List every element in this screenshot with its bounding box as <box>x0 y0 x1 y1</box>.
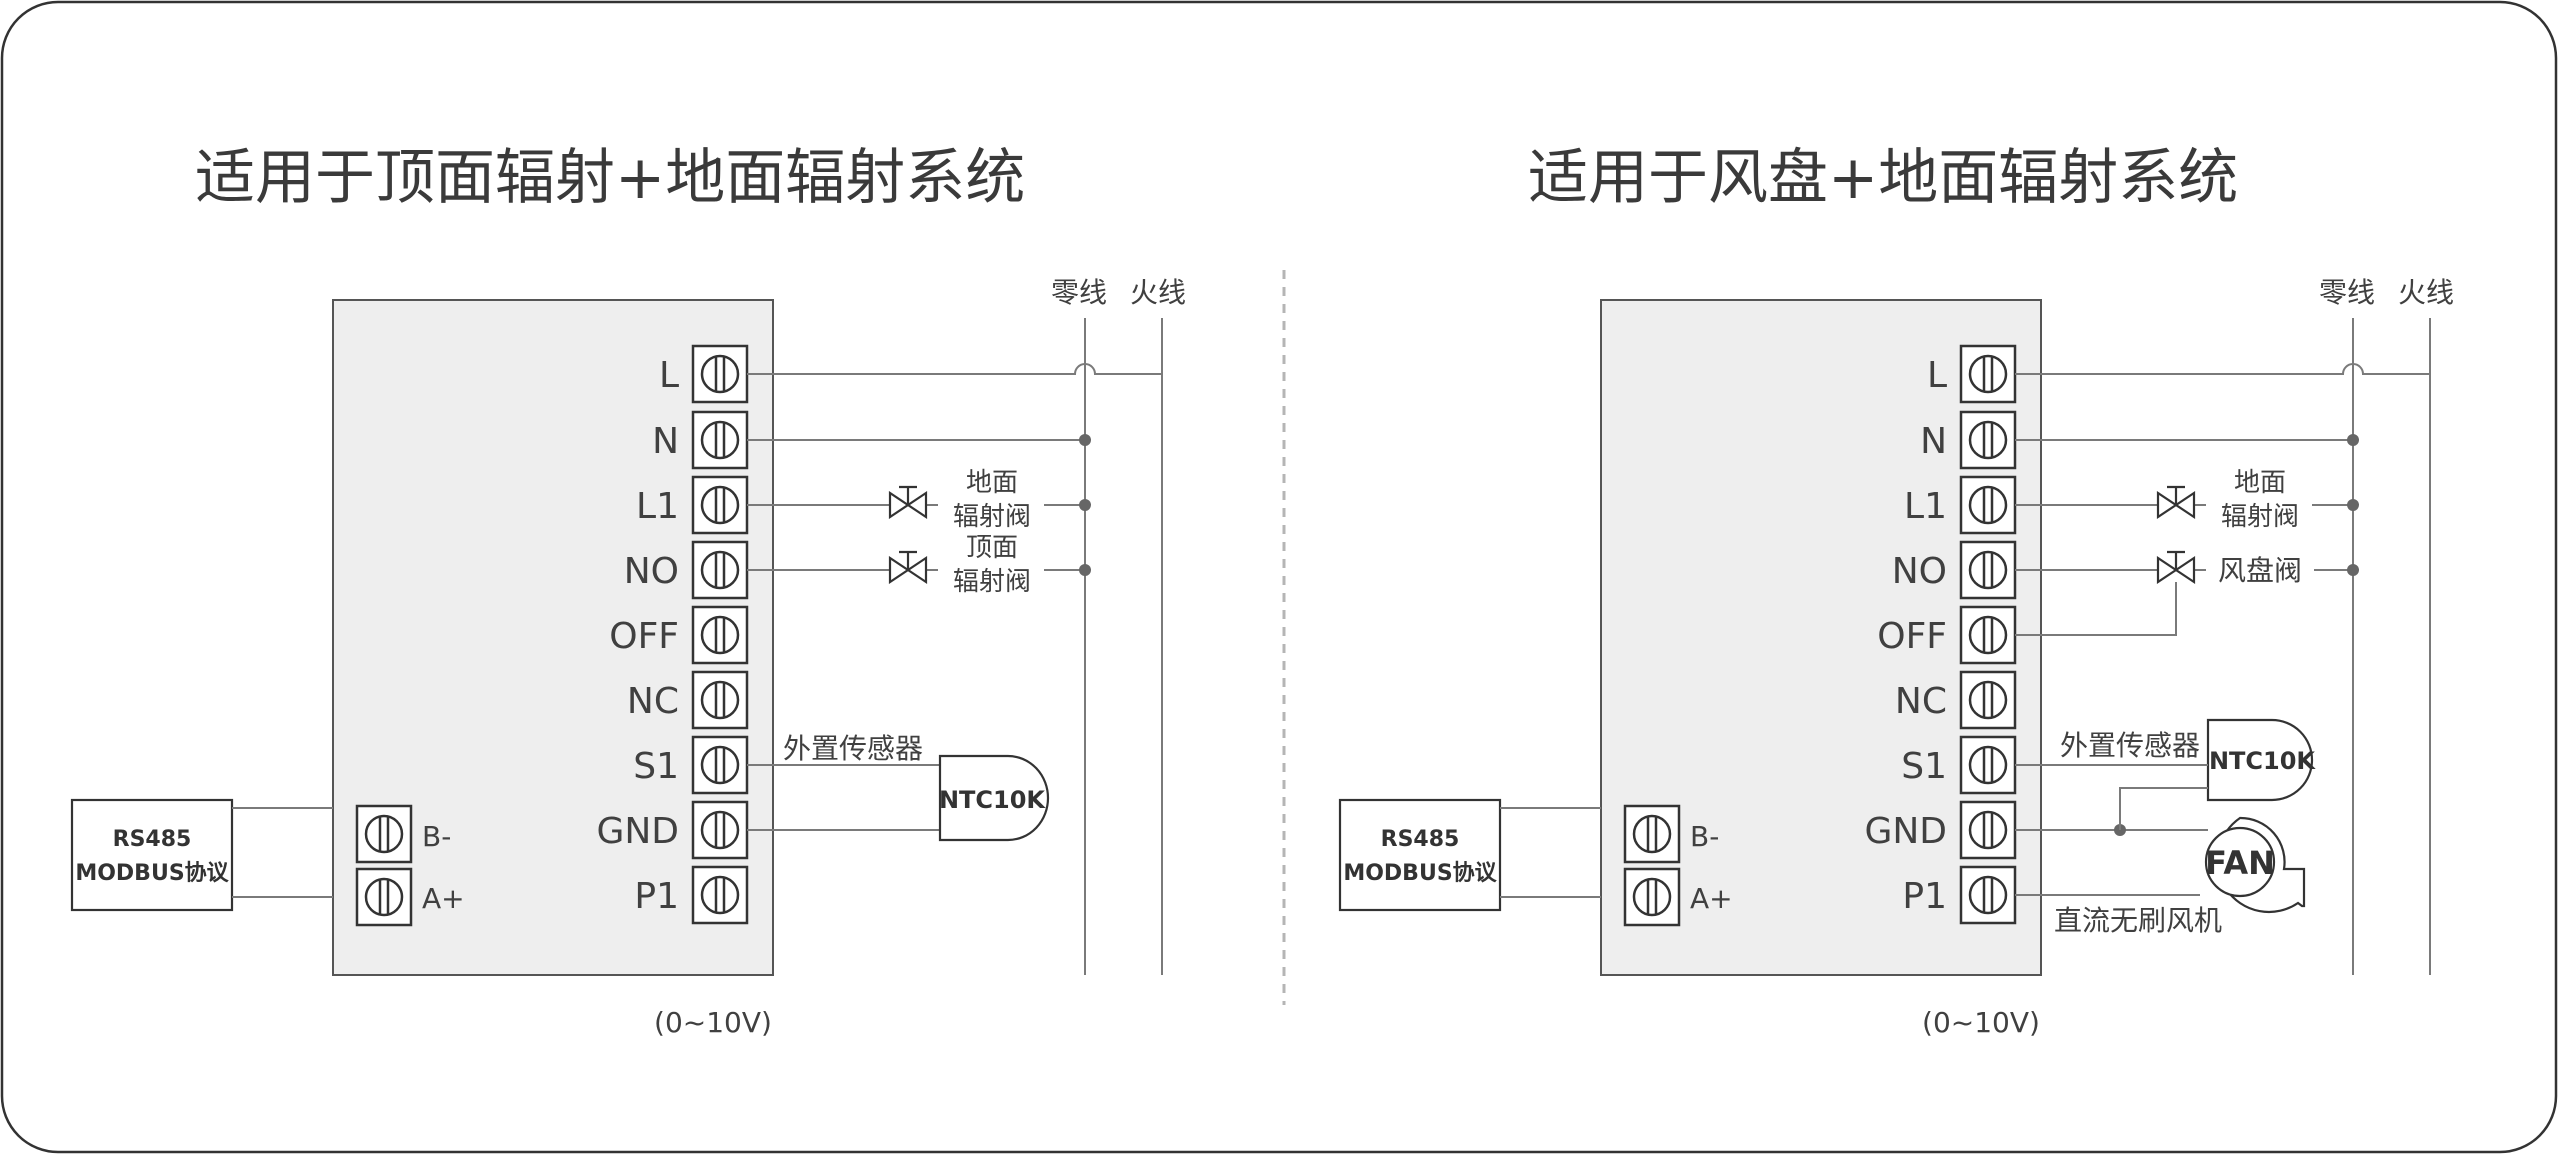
right-terminal-n-label: N <box>1920 421 1947 462</box>
left-valve1-label-bg <box>938 471 1044 541</box>
right-terminal-no-label: NO <box>1892 551 1947 592</box>
right-terminal-off-screw-icon <box>1968 615 2008 655</box>
right-sensor-name: NTC10K <box>2209 747 2316 775</box>
left-title: 适用于顶面辐射+地面辐射系统 <box>195 143 1025 213</box>
left-terminal-off-screw-icon <box>700 615 740 655</box>
right-terminal-no-screw-icon <box>1968 550 2008 590</box>
right-voltage-note: (0~10V) <box>1922 1006 2040 1039</box>
left-terminal-l1-screw-icon <box>700 485 740 525</box>
left-sensor-icon <box>938 754 1050 842</box>
right-valve2-label: 风盘阀 <box>2218 554 2302 587</box>
right-node-n <box>2347 434 2359 446</box>
right-valve2-label-bg <box>2206 548 2314 592</box>
right-terminal-n-screw-icon <box>1968 420 2008 460</box>
right-title: 适用于风盘+地面辐射系统 <box>1528 143 2238 213</box>
right-terminal-p1-screw-icon <box>1968 875 2008 915</box>
right-wire-l <box>2015 363 2430 375</box>
right-terminal-p1-label: P1 <box>1902 876 1947 917</box>
left-terminal-no-label: NO <box>624 551 679 592</box>
right-valve1-label-bg <box>2206 471 2312 541</box>
right-wire-sensor-gnd <box>2119 787 2208 830</box>
left-node-no <box>1079 564 1091 576</box>
right-panel: 零线火线 LN L1NO OFF NC S1GND P1 地面辐射阀风盘阀 NTC10K 外置传感… <box>1338 276 2454 1039</box>
right-bus-a-label: A+ <box>1690 882 1733 915</box>
left-neutral-label: 零线 <box>1051 276 1107 309</box>
left-terminal-l-label: L <box>659 355 679 396</box>
left-terminal-s1-screw-icon <box>700 745 740 785</box>
right-terminal-s1-screw-icon <box>1968 745 2008 785</box>
right-terminal-nc-label: NC <box>1895 681 1947 722</box>
right-terminal-s1-label: S1 <box>1901 746 1947 787</box>
left-rs485-label-1: RS485 <box>113 827 192 852</box>
left-bus-b-label: B- <box>422 820 451 853</box>
left-bus-a-label: A+ <box>422 882 465 915</box>
left-rs485-label-2: MODBUS协议 <box>75 861 229 886</box>
right-fan-label: FAN <box>2205 844 2275 882</box>
right-terminal-l1-screw-icon <box>1968 485 2008 525</box>
left-terminal-nc-screw-icon <box>700 680 740 720</box>
left-sensor-label: 外置传感器 <box>783 732 923 765</box>
right-fan-icon <box>2204 826 2276 898</box>
left-terminal-n-label: N <box>652 421 679 462</box>
right-terminal-l-screw-icon <box>1968 354 2008 394</box>
right-neutral-label: 零线 <box>2319 276 2375 309</box>
left-wire-l <box>747 363 1162 375</box>
right-rs485-label-1: RS485 <box>1381 827 1460 852</box>
left-terminal-a-screw-icon <box>364 877 404 917</box>
left-terminal-p1-screw-icon <box>700 875 740 915</box>
right-terminal-gnd-label: GND <box>1864 811 1947 852</box>
right-terminal-b-screw-icon <box>1632 814 1672 854</box>
left-terminal-no-screw-icon <box>700 550 740 590</box>
left-terminal-gnd-screw-icon <box>700 810 740 850</box>
left-valve2-label-1: 顶面 <box>966 533 1018 563</box>
left-node-l1 <box>1079 499 1091 511</box>
right-fan-caption: 直流无刷风机 <box>2054 904 2222 937</box>
right-node-l1 <box>2347 499 2359 511</box>
right-rs485-box <box>1338 798 1502 912</box>
left-valve2-label-2: 辐射阀 <box>953 567 1031 597</box>
right-node-no <box>2347 564 2359 576</box>
right-sensor-icon <box>2206 718 2314 802</box>
right-terminal-l-label: L <box>1927 355 1947 396</box>
right-live-label: 火线 <box>2398 276 2454 309</box>
left-terminal-p1-label: P1 <box>634 876 679 917</box>
left-terminal-nc-label: NC <box>627 681 679 722</box>
left-valve2-label-bg <box>938 536 1044 606</box>
right-rs485-label-2: MODBUS协议 <box>1343 861 1497 886</box>
right-terminal-a-screw-icon <box>1632 877 1672 917</box>
right-terminal-nc-screw-icon <box>1968 680 2008 720</box>
left-valve1-label-1: 地面 <box>966 468 1018 498</box>
left-terminal-s1-label: S1 <box>633 746 679 787</box>
right-terminal-off-label: OFF <box>1877 616 1947 657</box>
right-wire-off <box>2015 582 2177 636</box>
right-valve1-label-1: 地面 <box>2234 468 2286 498</box>
left-terminal-l1-label: L1 <box>636 486 679 527</box>
right-valve1-label-2: 辐射阀 <box>2221 502 2299 532</box>
right-terminal-gnd-screw-icon <box>1968 810 2008 850</box>
left-valve1-label-2: 辐射阀 <box>953 502 1031 532</box>
left-terminal-gnd-label: GND <box>596 811 679 852</box>
left-terminal-l-screw-icon <box>700 354 740 394</box>
left-sensor-name: NTC10K <box>939 786 1046 814</box>
right-bus-b-label: B- <box>1690 820 1719 853</box>
left-terminal-n-screw-icon <box>700 420 740 460</box>
left-terminal-off-label: OFF <box>609 616 679 657</box>
left-rs485-box <box>70 798 234 912</box>
left-voltage-note: (0~10V) <box>654 1006 772 1039</box>
right-terminal-l1-label: L1 <box>1904 486 1947 527</box>
right-sensor-label: 外置传感器 <box>2060 729 2200 762</box>
left-node-n <box>1079 434 1091 446</box>
left-terminal-b-screw-icon <box>364 814 404 854</box>
left-panel: 零线火线LNL1NOOFFNCS1GNDP1地面辐射阀顶面辐射阀NTC10K外置… <box>70 276 1186 1039</box>
left-live-label: 火线 <box>1130 276 1186 309</box>
